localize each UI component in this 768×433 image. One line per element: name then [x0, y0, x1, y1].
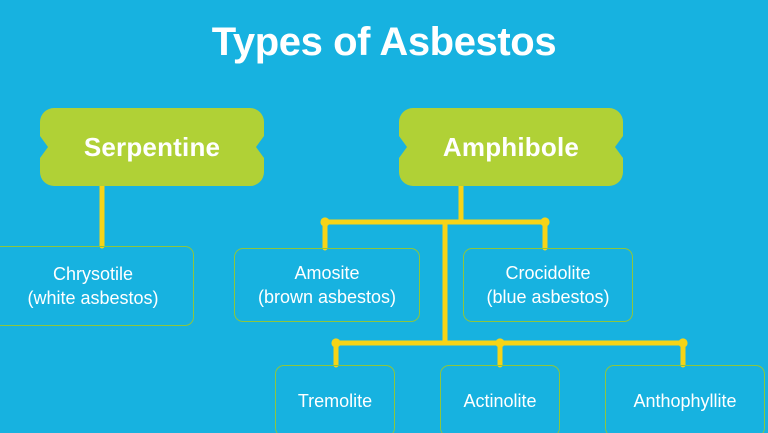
node-crocidolite-alias: (blue asbestos) [486, 287, 610, 307]
node-tremolite-label: Tremolite [297, 391, 373, 411]
node-anthophyllite[interactable]: Anthophyllite [605, 365, 765, 433]
branch-amphibole[interactable]: Amphibole [399, 108, 623, 186]
banner-shape [399, 108, 623, 186]
node-amosite-name: Amosite [294, 263, 360, 283]
branch-label-serpentine: Serpentine [83, 131, 221, 162]
node-chrysotile-alias: (white asbestos) [27, 288, 159, 308]
node-tremolite[interactable]: Tremolite [275, 365, 395, 433]
connector-dot [495, 338, 505, 348]
node-actinolite[interactable]: Actinolite [440, 365, 560, 433]
node-chrysotile-name: Chrysotile [52, 264, 134, 284]
connector-dot [678, 338, 688, 348]
node-anthophyllite-label: Anthophyllite [633, 391, 737, 411]
connector-dot [540, 217, 550, 227]
node-crocidolite[interactable]: Crocidolite (blue asbestos) [463, 248, 633, 322]
node-actinolite-label: Actinolite [463, 391, 537, 411]
page-title: Types of Asbestos [211, 20, 557, 64]
branch-serpentine[interactable]: Serpentine [40, 108, 264, 186]
node-amosite-alias: (brown asbestos) [257, 287, 397, 307]
connector-dot [320, 217, 330, 227]
banner-shape [40, 108, 264, 186]
branch-label-amphibole: Amphibole [442, 131, 580, 162]
node-amosite[interactable]: Amosite (brown asbestos) [234, 248, 420, 322]
node-crocidolite-name: Crocidolite [505, 263, 591, 283]
connector-dot [331, 338, 341, 348]
node-chrysotile[interactable]: Chrysotile (white asbestos) [0, 246, 194, 326]
